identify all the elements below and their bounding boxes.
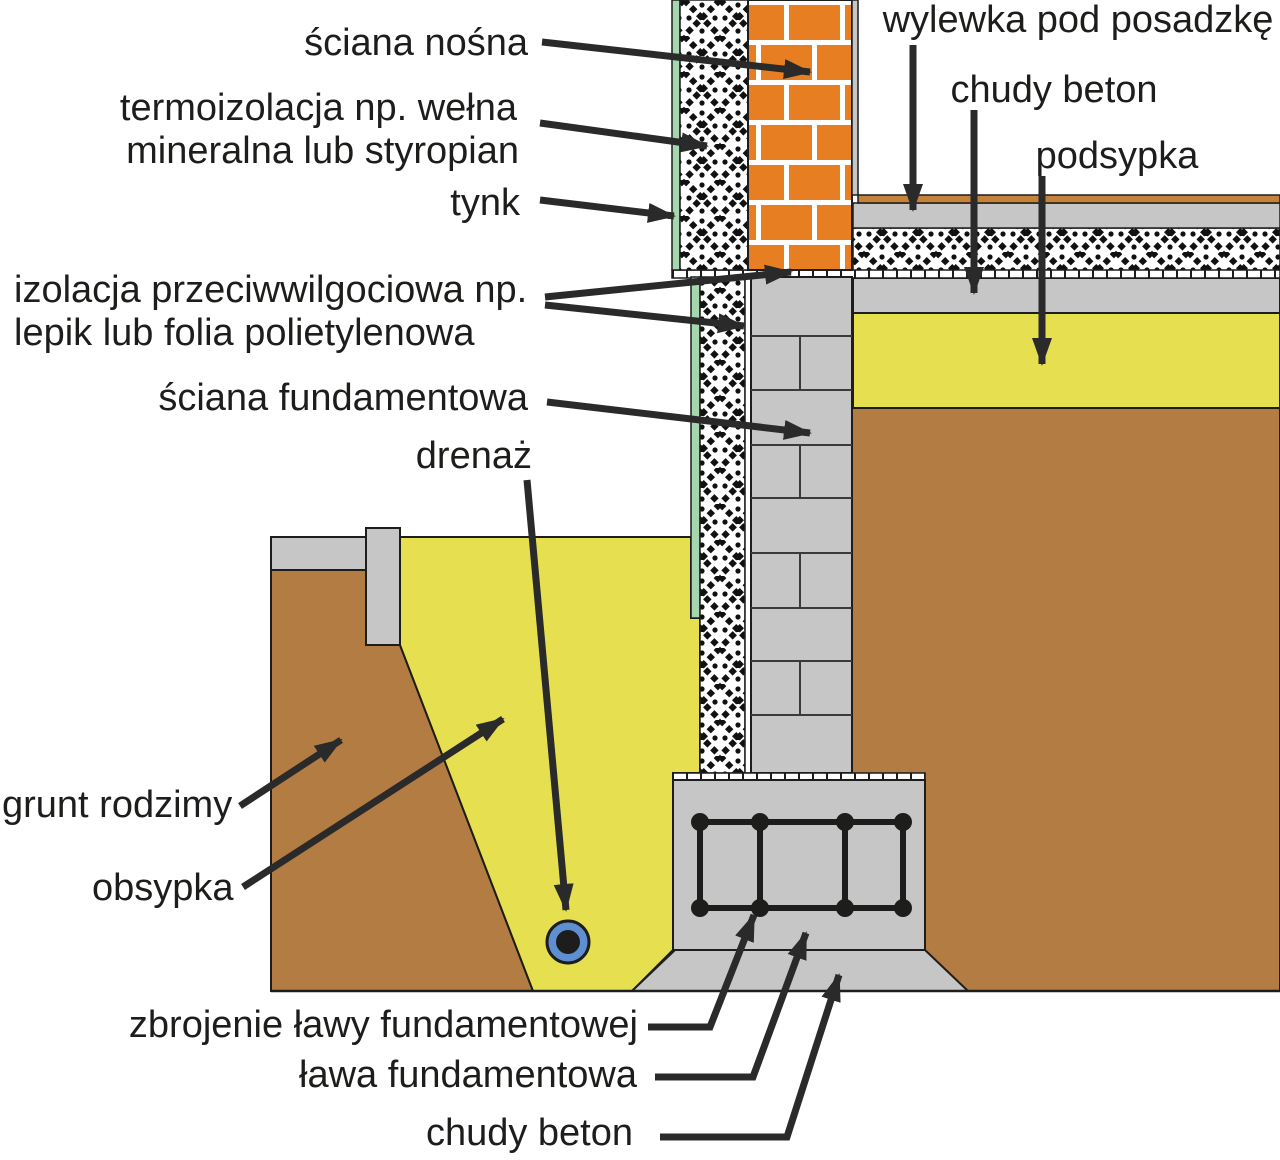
label-podsypka: podsypka <box>1036 135 1200 177</box>
protective-coating-below-ground <box>690 276 701 619</box>
arrow-obsypka <box>241 716 505 890</box>
label-tynk: tynk <box>450 182 521 224</box>
label-drenaz: drenaż <box>416 435 532 477</box>
bedding-podsypka-layer <box>852 312 1280 409</box>
damp-proofing-footing-top <box>672 772 926 781</box>
label-wylewka: wylewka pod posadzkę <box>882 0 1274 41</box>
footing-reinforcement <box>691 813 912 917</box>
arrow-grunt-rodzimy <box>238 737 343 809</box>
arrow-termoizolacja <box>539 119 709 153</box>
load-bearing-brick-wall <box>747 0 853 271</box>
foundation-wall-blocks <box>750 276 853 774</box>
label-grunt-rodzimy: grunt rodzimy <box>2 784 232 826</box>
arrow-chudy-beton-bottom <box>660 973 843 1141</box>
label-termoizolacja-line2: mineralna lub styropian <box>126 130 519 172</box>
label-izolacja-line1: izolacja przeciwwilgociowa np. <box>14 269 527 311</box>
interior-plaster-strip <box>851 0 859 196</box>
label-chudy-beton-top: chudy beton <box>950 69 1157 111</box>
label-chudy-beton-bottom: chudy beton <box>426 1112 633 1154</box>
arrow-izolacja-pozioma <box>544 264 793 301</box>
arrow-tynk <box>539 196 676 223</box>
arrow-sciana-nosna <box>541 38 812 80</box>
label-lawa-fundamentowa: ława fundamentowa <box>299 1054 638 1096</box>
foundation-insulation <box>699 276 746 774</box>
label-izolacja-line2: lepik lub folia polietylenowa <box>14 312 475 354</box>
arrow-drenaz <box>523 479 574 912</box>
floor-finish-strip <box>857 194 1280 204</box>
thermal-insulation-wall <box>679 0 749 271</box>
lean-concrete-floor-layer <box>852 277 1280 314</box>
label-zbrojenie: zbrojenie ławy fundamentowej <box>129 1004 638 1046</box>
floor-insulation-layer <box>852 227 1280 272</box>
label-sciana-nosna: ściana nośna <box>304 22 529 64</box>
drain-pipe <box>545 919 591 965</box>
screed-wylewka-layer <box>852 202 1280 229</box>
arrow-izolacja-pionowa <box>544 301 746 334</box>
arrow-zbrojenie <box>648 913 758 1031</box>
label-termoizolacja-line1: termoizolacja np. wełna <box>120 87 518 129</box>
arrow-sciana-fundamentowa <box>546 398 812 440</box>
label-sciana-fundamentowa: ściana fundamentowa <box>158 377 529 419</box>
pavement-strip <box>270 536 367 571</box>
curb-block <box>365 527 401 646</box>
footing-lawa-fundamentowa <box>672 779 926 951</box>
label-obsypka: obsypka <box>92 867 234 909</box>
exterior-plaster-tynk <box>671 0 681 271</box>
arrow-lawa <box>655 931 810 1081</box>
